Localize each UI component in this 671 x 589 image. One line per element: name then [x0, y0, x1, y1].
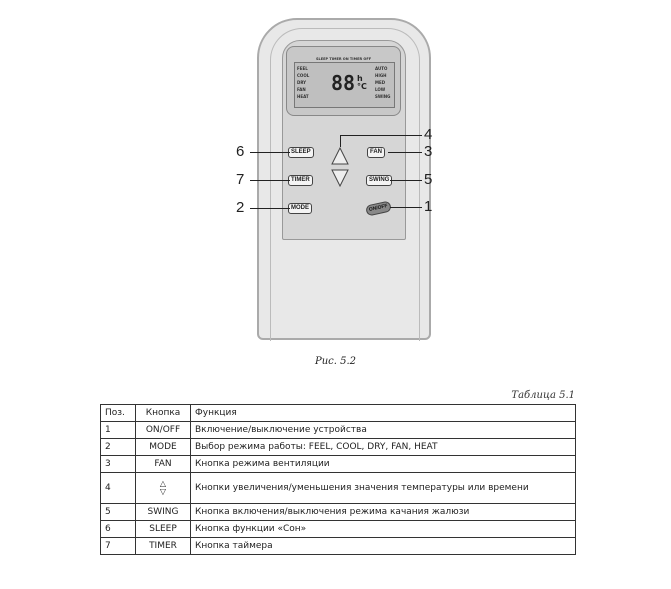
callout-line-4 — [340, 135, 422, 136]
lcd-fan-high: HIGH — [375, 73, 387, 78]
cell-function: Выбор режима работы: FEEL, COOL, DRY, FA… — [190, 438, 576, 456]
callout-line-7 — [250, 180, 290, 181]
cell-button: MODE — [135, 438, 191, 456]
table-row: 4 △▽ Кнопки увеличения/уменьшения значения… — [100, 472, 576, 504]
table-header-row: Поз. Кнопка Функция — [100, 404, 576, 422]
header-button: Кнопка — [135, 404, 191, 422]
callout-4: 4 — [424, 126, 433, 143]
callout-5: 5 — [424, 171, 433, 188]
up-down-buttons[interactable] — [330, 146, 350, 188]
cell-pos: 6 — [100, 520, 136, 538]
cell-button: ON/OFF — [135, 421, 191, 439]
cell-pos: 3 — [100, 455, 136, 473]
fan-button[interactable]: FAN — [367, 147, 385, 158]
down-arrow-icon — [331, 169, 349, 188]
lcd-fan-med: MED — [375, 80, 386, 85]
callout-3: 3 — [424, 143, 433, 160]
header-function: Функция — [190, 404, 576, 422]
cell-button: △▽ — [135, 472, 191, 504]
callout-line-1 — [390, 207, 422, 208]
cell-pos: 2 — [100, 438, 136, 456]
swing-button[interactable]: SWING — [366, 175, 393, 186]
lcd-mode-heat: HEAT — [297, 94, 309, 99]
cell-pos: 7 — [100, 537, 136, 555]
lcd-units: h °C — [357, 74, 367, 91]
header-pos: Поз. — [100, 404, 136, 422]
callout-7: 7 — [236, 171, 245, 188]
lcd-swing: SWING — [375, 94, 391, 99]
cell-button: FAN — [135, 455, 191, 473]
lcd-fan-auto: AUTO — [375, 66, 388, 71]
sleep-button[interactable]: SLEEP — [288, 147, 314, 158]
cell-function: Включение/выключение устройства — [190, 421, 576, 439]
cell-pos: 1 — [100, 421, 136, 439]
timer-button[interactable]: TIMER — [288, 175, 313, 186]
callout-line-3 — [388, 152, 422, 153]
lcd-mode-cool: COOL — [297, 73, 310, 78]
lcd-top-labels: SLEEP TIMER ON TIMER OFF — [316, 57, 372, 61]
cell-pos: 4 — [100, 472, 136, 504]
callout-1: 1 — [424, 198, 433, 215]
table-title: Таблица 5.1 — [511, 390, 575, 401]
callout-line-2 — [250, 208, 290, 209]
callout-line-6 — [250, 152, 290, 153]
lcd-mode-feel: FEEL — [297, 66, 308, 71]
callout-2: 2 — [236, 199, 245, 216]
cell-pos: 5 — [100, 503, 136, 521]
cell-button: SLEEP — [135, 520, 191, 538]
cell-function: Кнопка включения/выключения режима качан… — [190, 503, 576, 521]
remote-rim — [270, 28, 420, 341]
lcd-fan-low: LOW — [375, 87, 386, 92]
up-arrow-icon — [331, 146, 349, 165]
lcd-mode-fan: FAN — [297, 87, 306, 92]
cell-function: Кнопка режима вентиляции — [190, 455, 576, 473]
lcd-display: FEEL COOL DRY FAN HEAT AUTO HIGH MED LOW… — [294, 62, 395, 108]
mode-button[interactable]: MODE — [288, 203, 312, 214]
cell-function: Кнопки увеличения/уменьшения значения те… — [190, 472, 576, 504]
cell-button: SWING — [135, 503, 191, 521]
callout-line-5 — [390, 180, 422, 181]
callout-6: 6 — [236, 143, 245, 160]
cell-function: Кнопка функции «Сон» — [190, 520, 576, 538]
figure-caption: Рис. 5.2 — [314, 356, 357, 367]
cell-function: Кнопка таймера — [190, 537, 576, 555]
lcd-mode-dry: DRY — [297, 80, 307, 85]
cell-button: TIMER — [135, 537, 191, 555]
up-down-arrows-icon: △▽ — [159, 478, 167, 496]
callout-line-4-vertical — [340, 135, 341, 147]
lcd-digits: 88 — [331, 71, 356, 95]
